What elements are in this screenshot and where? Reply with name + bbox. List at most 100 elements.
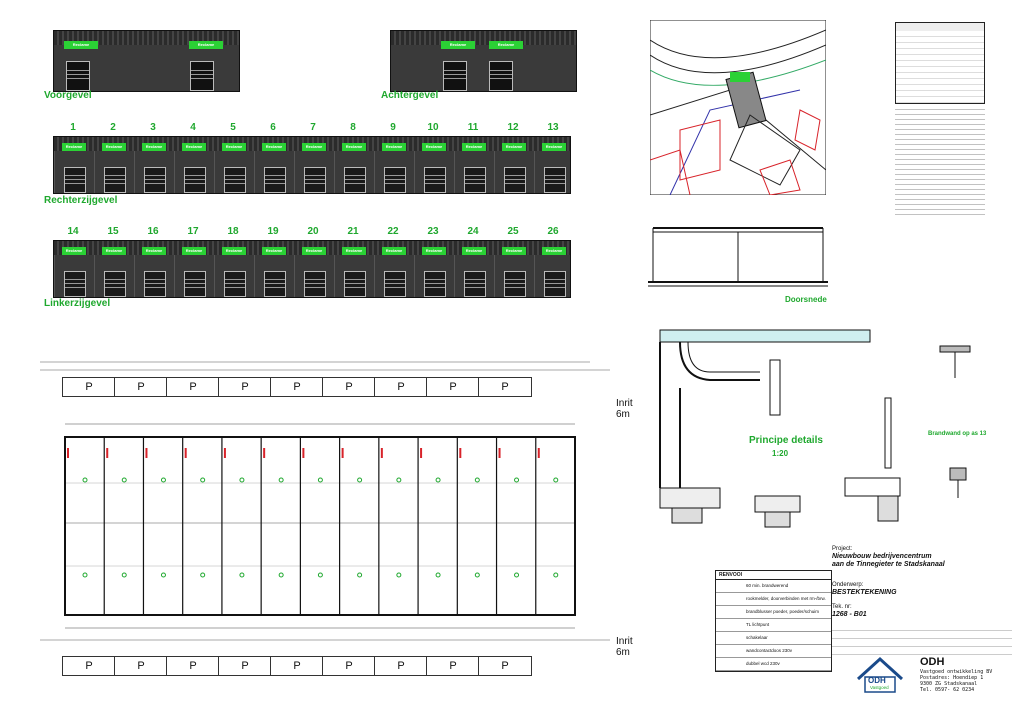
parking-space: P [478,656,532,676]
door [344,271,366,297]
light-point [82,477,88,483]
legend-item: wandcontactdoos 230v [716,645,831,658]
spec-table [895,22,985,104]
front-elevation: Reclame Reclame [53,30,240,92]
unit-number: 6 [270,122,276,133]
unit-bay [214,151,255,193]
fire-extinguisher-mark [67,448,69,458]
unit-number: 24 [467,226,479,237]
door [104,167,126,193]
rear-elevation: Reclame Reclame [390,30,577,92]
sign: Reclame [142,143,166,151]
label-achtergevel: Achtergevel [381,90,439,101]
unit-number: 1 [70,122,76,133]
light-point [435,477,441,483]
unit-bay [254,151,295,193]
unit-number: 4 [190,122,196,133]
fire-extinguisher-mark [302,448,305,458]
sign: Reclame [222,247,246,255]
door [224,271,246,297]
sign: Reclame [182,143,206,151]
sign: Reclame [502,143,526,151]
unit-bay [294,151,335,193]
door [344,167,366,193]
parking-space: P [322,656,376,676]
door [264,271,286,297]
unit-number: 19 [267,226,279,237]
unit-number: 14 [67,226,79,237]
door [190,61,214,91]
unit-number: 16 [147,226,159,237]
unit-number: 17 [187,226,199,237]
light-point [317,477,323,483]
sign: Reclame [502,247,526,255]
unit-number: 2 [110,122,116,133]
unit-number: 10 [427,122,439,133]
label-voorgevel: Voorgevel [44,90,92,101]
label-rechterzijgevel: Rechterzijgevel [44,195,118,206]
unit-bay [454,151,495,193]
sign: Reclame [189,41,223,49]
unit-bay [134,255,175,297]
company-info: Vastgoed ontwikkeling BV Postadres: Hoen… [920,669,993,693]
unit-bay [494,255,535,297]
sign: Reclame [422,247,446,255]
door [489,61,513,91]
unit-bay [294,255,335,297]
door [544,167,566,193]
unit-number: 9 [390,122,396,133]
door [424,167,446,193]
unit-bay [334,151,375,193]
door [443,61,467,91]
sign: Reclame [422,143,446,151]
light-point [474,477,480,483]
sign: Reclame [382,143,406,151]
unit-bay [534,151,575,193]
floor-plan [40,361,610,641]
legend-item: 60 min. brandwerend [716,580,831,593]
door [304,271,326,297]
sign: Reclame [182,247,206,255]
spec-notes [895,105,985,215]
door [504,271,526,297]
sign: Reclame [262,247,286,255]
details-scale: 1:20 [772,449,789,458]
light-point [396,572,402,578]
light-point [357,477,363,483]
fire-extinguisher-mark [498,448,501,458]
unit-number: 25 [507,226,519,237]
unit-bay [494,151,535,193]
fire-extinguisher-mark [106,448,109,458]
unit-bay [334,255,375,297]
legend-item: brandblusser poeder, poeder/schuim [716,606,831,619]
light-point [121,477,127,483]
light-point [200,572,206,578]
legend-item: TL lichtpunt [716,619,831,632]
title-block: Project: Nieuwbouw bedrijvencentrum aan … [832,545,1012,715]
door [464,167,486,193]
fire-extinguisher-mark [263,448,266,458]
company-logo: ODH Vastgoed [855,655,905,695]
fire-extinguisher-mark [459,448,462,458]
unit-number: 23 [427,226,439,237]
light-point [239,572,245,578]
door [224,167,246,193]
details-title: Principe details [749,435,823,446]
unit-bay [134,151,175,193]
sign: Reclame [62,143,86,151]
company-name: ODH [920,656,945,668]
label-brandwand: Brandwand op as 13 [928,431,987,437]
door [184,167,206,193]
unit-number: 13 [547,122,559,133]
sign: Reclame [262,143,286,151]
light-point [239,477,245,483]
light-point [553,477,559,483]
sign: Reclame [342,247,366,255]
unit-number: 12 [507,122,519,133]
unit-bay [54,255,95,297]
fire-extinguisher-mark [184,448,187,458]
sign: Reclame [142,247,166,255]
parking-space: P [218,377,272,397]
right-side-elevation: Reclame Reclame Reclame Reclame Reclame Recla… [53,136,571,194]
